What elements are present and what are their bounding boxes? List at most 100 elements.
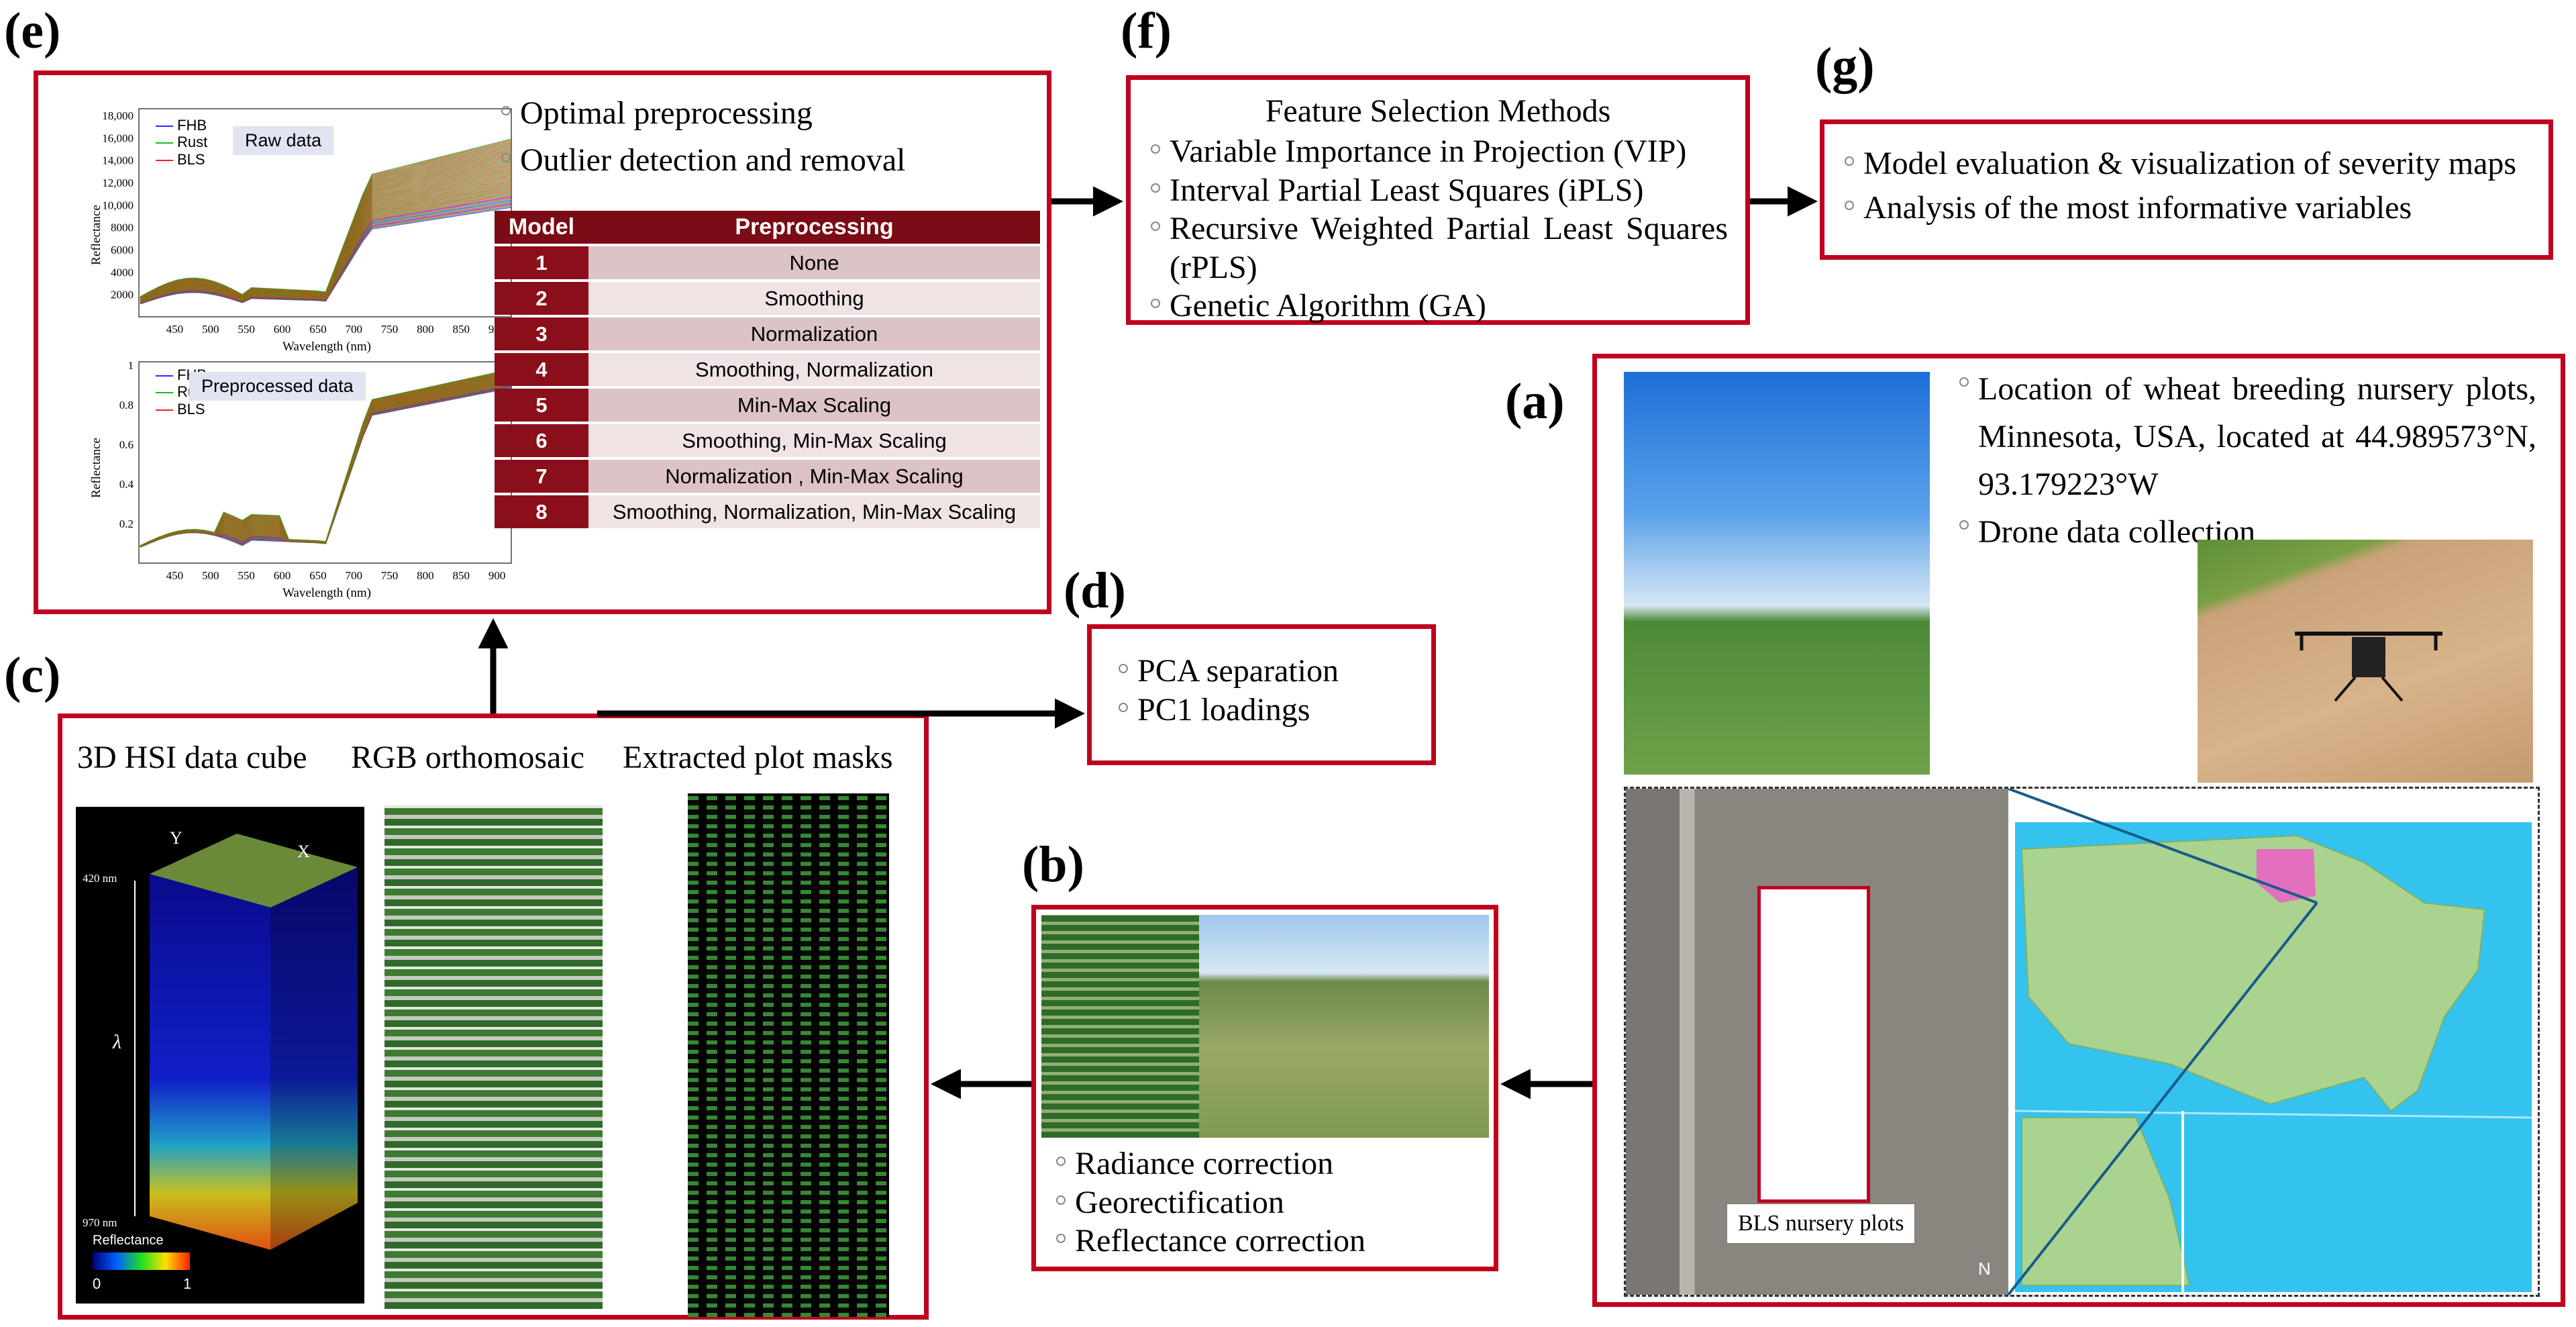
raw-spectra-series [140, 138, 512, 305]
panel-d-box: PCA separation PC1 loadings [1087, 624, 1436, 765]
table-header-preprocessing: Preprocessing [588, 211, 1040, 244]
c-header-masks: Extracted plot masks [623, 740, 893, 775]
e-bullet: Outlier detection and removal [501, 141, 1025, 180]
bullet-icon [1151, 299, 1160, 309]
bullet-icon [1056, 1195, 1066, 1205]
north-arrow-icon: N [1978, 1259, 1991, 1279]
e-bullet-list: Optimal preprocessing Outlier detection … [501, 94, 1025, 179]
panel-label-c: (c) [4, 647, 61, 703]
map-connector-lines [2007, 789, 2318, 1296]
b-bullet: Georectification [1056, 1183, 1366, 1222]
x-tick-label: 700 [345, 569, 362, 582]
bullet-icon [501, 152, 511, 162]
f-bullet-list: Variable Importance in Projection (VIP) … [1151, 132, 1728, 326]
map-frame: BLS nursery plots N [1624, 787, 2540, 1297]
bls-plot-outline [1757, 886, 1870, 1203]
x-tick-label: 700 [345, 323, 362, 336]
x-tick-label: 600 [274, 569, 291, 582]
b-bullet: Radiance correction [1056, 1144, 1366, 1183]
colorbar-max: 1 [183, 1275, 191, 1292]
y-tick-label: 16,000 [102, 132, 134, 144]
colorbar-min: 0 [93, 1275, 101, 1292]
bullet-icon [1056, 1234, 1066, 1244]
panel-f-box: Feature Selection Methods Variable Impor… [1126, 75, 1750, 325]
y-tick-label: 0.4 [119, 478, 134, 491]
raw-legend: FHB Rust BLS [156, 117, 207, 168]
bullet-icon [1119, 664, 1128, 673]
x-tick-label: 650 [309, 569, 327, 582]
bullet-icon [1119, 702, 1128, 712]
x-tick-label: 900 [488, 569, 506, 582]
b-bullet: Reflectance correction [1056, 1222, 1366, 1261]
y-tick-label: 14,000 [102, 154, 134, 167]
y-tick-label: 10,000 [102, 199, 134, 211]
x-tick-label: 450 [166, 323, 184, 336]
y-tick-label: 2000 [111, 289, 134, 301]
bullet-icon [1845, 156, 1854, 166]
panel-label-e: (e) [4, 3, 61, 59]
field-photo-image [1199, 915, 1489, 1138]
f-title: Feature Selection Methods [1265, 93, 1611, 129]
raw-y-axis-label: Reflectance [89, 205, 103, 265]
cube-label-420: 420 nm [83, 872, 117, 885]
sky-field-photo [1624, 372, 1930, 775]
g-bullet: Model evaluation & visualization of seve… [1845, 144, 2549, 183]
x-tick-label: 800 [417, 323, 434, 336]
panel-b-box: Radiance correction Georectification Ref… [1031, 905, 1498, 1271]
y-tick-label: 0.6 [119, 438, 134, 451]
f-bullet: Recursive Weighted Partial Least Squares… [1151, 209, 1728, 287]
raw-x-axis-label: Wavelength (nm) [282, 340, 371, 354]
a-bullet: Location of wheat breeding nursery plots… [1959, 365, 2536, 508]
plot-masks-image [688, 793, 889, 1317]
b-bullet-list: Radiance correction Georectification Ref… [1056, 1144, 1366, 1261]
y-tick-label: 1 [128, 359, 134, 372]
x-tick-label: 650 [309, 323, 327, 336]
c-header-hsi: 3D HSI data cube [77, 740, 307, 775]
cube-label-lambda: λ [112, 1031, 121, 1053]
d-bullet: PCA separation [1119, 652, 1339, 691]
panel-c-box: 3D HSI data cube RGB orthomosaic Extract… [58, 714, 929, 1320]
bullet-icon [1151, 222, 1160, 232]
panel-e-box: 4505005506006507007508008509002000400060… [34, 70, 1051, 614]
hsi-cube-image: 420 nm 970 nm Y X λ Reflectance 0 1 [76, 807, 364, 1304]
f-bullet: Variable Importance in Projection (VIP) [1151, 132, 1728, 171]
cube-label-970: 970 nm [83, 1216, 117, 1229]
y-tick-label: 0.8 [119, 399, 134, 411]
rgb-orthomosaic-image [384, 805, 603, 1309]
g-bullet: Analysis of the most informative variabl… [1845, 189, 2549, 228]
panel-label-g: (g) [1815, 38, 1875, 94]
y-tick-label: 18,000 [102, 109, 134, 122]
x-tick-label: 850 [453, 323, 470, 336]
bullet-icon [1959, 520, 1969, 530]
x-tick-label: 500 [202, 569, 219, 582]
preprocessed-spectra-series [140, 368, 512, 548]
x-tick-label: 450 [166, 569, 184, 582]
x-tick-label: 550 [238, 569, 255, 582]
pre-legend-bls: BLS [177, 400, 205, 417]
spectrum-line [140, 138, 512, 297]
table-header-model: Model [495, 211, 588, 244]
panel-label-d: (d) [1064, 562, 1126, 619]
bullet-icon [1959, 377, 1969, 387]
bullet-icon [501, 106, 511, 115]
f-bullet: Genetic Algorithm (GA) [1151, 287, 1728, 326]
panel-label-f: (f) [1121, 3, 1172, 59]
x-tick-label: 800 [417, 569, 434, 582]
y-tick-label: 8000 [111, 222, 134, 234]
x-tick-label: 600 [274, 323, 291, 336]
x-tick-label: 850 [453, 569, 470, 582]
cube-label-y: Y [170, 828, 183, 848]
y-tick-label: 6000 [111, 244, 134, 256]
raw-legend-fhb: FHB [177, 117, 207, 134]
panel-label-b: (b) [1022, 836, 1084, 893]
x-tick-label: 550 [238, 323, 255, 336]
pre-x-axis-label: Wavelength (nm) [282, 586, 371, 600]
colorbar-title: Reflectance [93, 1233, 164, 1248]
